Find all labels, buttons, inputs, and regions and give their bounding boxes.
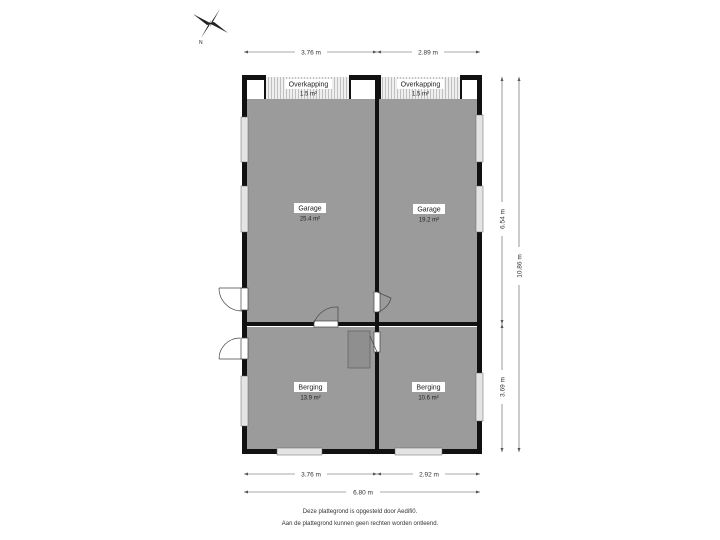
window: [475, 372, 484, 422]
room-berging-right: Berging 10.6 m²: [412, 382, 445, 402]
door-center-berging: [369, 331, 381, 353]
window: [276, 447, 323, 456]
floor-areas: [246, 77, 478, 449]
window: [240, 116, 249, 163]
dimension-label: 3.76 m: [301, 472, 321, 479]
room-overkapping-left: Overkapping 1.5 m²: [285, 79, 332, 98]
room-name: Garage: [417, 207, 440, 214]
compass-rose-icon: N: [193, 9, 228, 46]
footer-disclaimer-line2: Aan de plattegrond kunnen geen rechten w…: [281, 521, 439, 527]
room-name: Overkapping: [289, 82, 329, 89]
dimension-top-right: 2.89 m: [377, 48, 480, 57]
dimension-label: 10.86 m: [517, 254, 524, 278]
dimension-label: 2.89 m: [418, 50, 438, 57]
stair-block: [347, 330, 371, 369]
window: [475, 185, 484, 233]
room-berging-left: Berging 13.9 m²: [294, 382, 327, 402]
dimension-bottom-total: 6.80 m: [244, 488, 480, 497]
overkapping-post: [349, 80, 351, 99]
footer-disclaimer-line1: Deze plattegrond is opgesteld door Aedif…: [302, 509, 418, 515]
windows: [240, 114, 484, 456]
wall-top-right: [460, 75, 482, 80]
room-name: Berging: [416, 385, 440, 392]
overkapping-post: [264, 80, 266, 99]
overkapping-post: [460, 80, 462, 99]
compass-north-label: N: [199, 40, 203, 46]
door-garage-berging: [313, 306, 339, 328]
dimension-lines: 3.76 m 2.89 m 3.76 m 2.92: [244, 48, 524, 497]
dimension-bottom-left: 3.76 m: [244, 470, 377, 479]
wall-top-left: [242, 75, 266, 80]
room-area: 25.4 m²: [300, 217, 320, 223]
room-area: 1.5 m²: [412, 92, 429, 98]
wall-left: [242, 75, 247, 453]
wall-center: [375, 75, 379, 453]
door-center-garage: [373, 291, 392, 313]
wall-middle: [242, 322, 482, 326]
room-name: Berging: [298, 385, 322, 392]
wall-right: [477, 75, 482, 453]
door-berging-side: [218, 337, 249, 360]
dimension-label: 3.69 m: [500, 377, 507, 397]
window: [394, 447, 443, 456]
dimension-bottom-right: 2.92 m: [377, 470, 480, 479]
wall-top-mid: [349, 75, 381, 80]
room-area: 10.6 m²: [418, 396, 438, 402]
room-area: 1.5 m²: [300, 92, 317, 98]
dimension-right-upper: 6.54 m: [498, 77, 507, 324]
room-area: 13.9 m²: [300, 396, 320, 402]
dimension-right-lower: 3.69 m: [498, 324, 507, 452]
room-overkapping-right: Overkapping 1.5 m²: [397, 79, 444, 98]
window: [240, 375, 249, 427]
door-garage-side: [218, 287, 249, 312]
room-labels: Overkapping 1.5 m² Overkapping 1.5 m² Ga…: [285, 79, 445, 402]
dimension-label: 3.76 m: [301, 50, 321, 57]
dimension-label: 2.92 m: [419, 472, 439, 479]
wall-bottom: [242, 449, 482, 454]
room-name: Garage: [298, 206, 321, 213]
room-garage-left: Garage 25.4 m²: [294, 203, 326, 223]
room-area: 19.2 m²: [419, 218, 439, 224]
room-garage-right: Garage 19.2 m²: [413, 204, 445, 224]
window: [475, 114, 484, 163]
room-name: Overkapping: [401, 82, 441, 89]
dimension-label: 6.80 m: [353, 490, 373, 497]
dimension-label: 6.54 m: [500, 209, 507, 229]
doors: [218, 287, 392, 360]
dimension-right-total: 10.86 m: [515, 77, 524, 452]
walls: [242, 75, 482, 454]
overkapping-post: [379, 80, 381, 99]
dimension-top-left: 3.76 m: [244, 48, 377, 57]
window: [240, 185, 249, 233]
